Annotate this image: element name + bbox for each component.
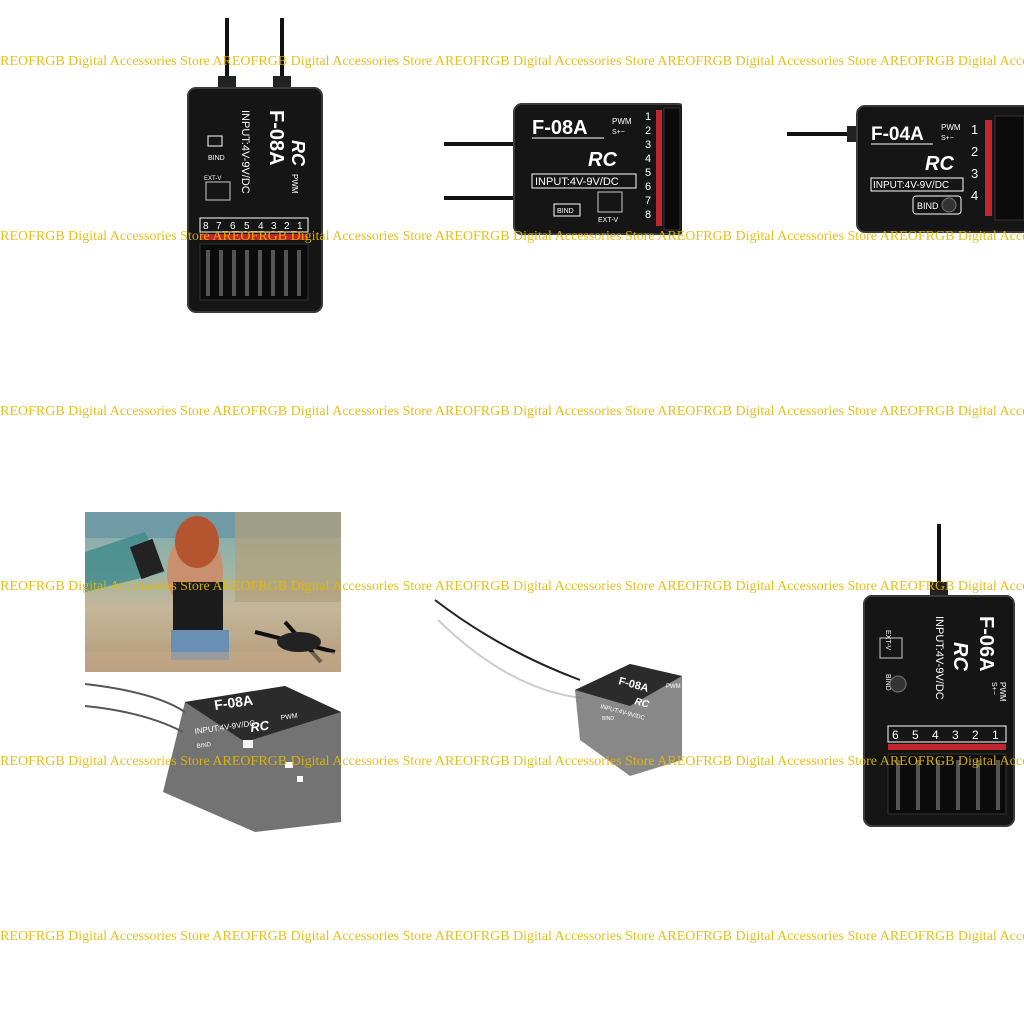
brand-label: RC — [288, 140, 308, 167]
ext-label: EXT-V — [884, 630, 891, 651]
channel-5: 5 — [912, 728, 919, 742]
bind-label: BIND — [917, 201, 939, 211]
channel-1: 1 — [297, 221, 303, 232]
input-label: INPUT:4V-9V/DC — [873, 180, 949, 191]
ext-port-icon — [205, 181, 231, 201]
bind-button — [553, 203, 581, 217]
signal-label: PWM — [941, 123, 961, 132]
channel-5: 5 — [645, 167, 651, 179]
model-label: F-04A — [871, 124, 924, 145]
watermark-row-6: AREOFRGB Digital Accessories Store AREOF… — [0, 929, 1024, 944]
ext-label: EXT-V — [204, 176, 221, 182]
model-label: F-08A — [532, 117, 588, 139]
channel-4: 4 — [645, 153, 651, 165]
model-label: F-06A — [975, 616, 997, 672]
brand-label: RC — [588, 149, 617, 171]
channel-4: 4 — [932, 728, 939, 742]
channel-3: 3 — [971, 166, 978, 181]
brand-label: RC — [949, 642, 971, 671]
channel-4: 4 — [971, 188, 978, 203]
pins-label: S+− — [941, 135, 954, 142]
signal-label: PWM — [612, 117, 632, 126]
bind-label: BIND — [196, 742, 212, 750]
receiver-f08a-white-antenna-image: F-08A RC PWM INPUT:4V-9V/DC BIND — [434, 599, 682, 776]
channel-5: 5 — [244, 221, 250, 232]
channel-6: 6 — [230, 221, 236, 232]
product-tile-f08a-angled: F-08A PWM RC INPUT:4V-9V/DC BIND — [85, 672, 341, 832]
channel-1: 1 — [971, 122, 978, 137]
receiver-f08a-horizontal-image: F-08A PWM S+− RC INPUT:4V-9V/DC BIND EXT… — [444, 103, 682, 235]
brand-label: RC — [633, 696, 651, 711]
channel-8: 8 — [203, 221, 209, 232]
channel-2: 2 — [645, 125, 651, 137]
watermark-row-3: AREOFRGB Digital Accessories Store AREOF… — [0, 404, 1024, 419]
bind-label: BIND — [602, 716, 614, 722]
bind-button — [207, 135, 223, 147]
input-label: INPUT:4V-9V/DC — [933, 616, 945, 700]
channel-4: 4 — [258, 221, 264, 232]
brand-label: RC — [925, 153, 954, 175]
ext-port-icon — [879, 637, 903, 659]
signal-label: PWM — [290, 174, 299, 194]
input-label: INPUT:4V-9V/DC — [535, 176, 619, 188]
receiver-f04a-image: F-04A PWM S+− RC INPUT:4V-9V/DC BIND 1 2… — [787, 105, 1024, 233]
product-tile-f08a-white-antenna: F-08A RC PWM INPUT:4V-9V/DC BIND — [430, 580, 682, 780]
ext-port-icon — [597, 191, 623, 213]
channel-labels: 1 2 3 4 5 6 7 8 — [645, 111, 651, 221]
bind-button — [889, 675, 907, 693]
signal-label: PWM — [280, 713, 298, 722]
receiver-f08a-angled-image: F-08A PWM RC INPUT:4V-9V/DC BIND — [85, 683, 341, 832]
channel-6: 6 — [645, 181, 651, 193]
bind-button — [912, 195, 962, 215]
receiver-f06a-image: F-06A RC INPUT:4V-9V/DC PWM S+− EXT-V BI… — [863, 524, 1015, 827]
pins-label: S+− — [612, 129, 625, 136]
signal-label: PWM — [998, 682, 1007, 702]
channel-7: 7 — [216, 221, 222, 232]
channel-8: 8 — [645, 209, 651, 221]
channel-labels: 1 2 3 4 — [971, 122, 978, 203]
channel-labels: 6 5 4 3 2 1 — [887, 725, 1007, 743]
model-label: F-08A — [213, 692, 254, 713]
channel-2: 2 — [972, 728, 979, 742]
signal-label: PWM — [666, 684, 681, 690]
brand-label: RC — [249, 717, 270, 735]
watermark-row-1: AREOFRGB Digital Accessories Store AREOF… — [0, 54, 1024, 69]
channel-2: 2 — [284, 221, 290, 232]
channel-3: 3 — [645, 139, 651, 151]
bind-label: BIND — [208, 155, 225, 162]
channel-1: 1 — [645, 111, 651, 123]
bind-label: BIND — [884, 674, 891, 691]
ext-label: EXT-V — [598, 217, 619, 224]
receiver-f08a-vertical-image: F-08A INPUT:4V-9V/DC RC PWM BIND EXT-V 8… — [187, 18, 323, 313]
product-tile-f08a-horizontal: F-08A PWM S+− RC INPUT:4V-9V/DC BIND EXT… — [440, 100, 682, 240]
channel-3: 3 — [271, 221, 277, 232]
product-tile-f04a: F-04A PWM S+− RC INPUT:4V-9V/DC BIND 1 2… — [785, 100, 1024, 240]
channel-3: 3 — [952, 728, 959, 742]
pins-label: S+− — [990, 682, 997, 695]
model-label: F-08A — [265, 110, 287, 166]
channel-7: 7 — [645, 195, 651, 207]
bind-label: BIND — [557, 208, 574, 215]
lifestyle-photo — [85, 512, 341, 672]
input-label: INPUT:4V-9V/DC — [239, 110, 251, 194]
product-tile-f08a-vertical: F-08A INPUT:4V-9V/DC RC PWM BIND EXT-V 8… — [170, 10, 340, 320]
product-tile-f06a: F-06A RC INPUT:4V-9V/DC PWM S+− EXT-V BI… — [860, 520, 1020, 830]
channel-labels: 8 7 6 5 4 3 2 1 — [199, 217, 309, 233]
channel-2: 2 — [971, 144, 978, 159]
channel-6: 6 — [892, 728, 899, 742]
channel-1: 1 — [992, 728, 999, 742]
